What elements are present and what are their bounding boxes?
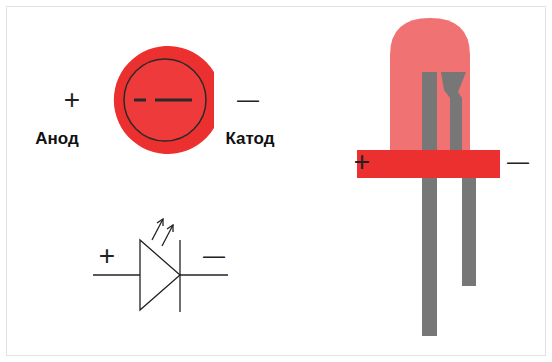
led-body-top (114, 46, 214, 154)
frame (7, 7, 546, 356)
polarity-sign: — (507, 151, 529, 173)
pin-name: Катод (225, 130, 274, 147)
led-dome (390, 18, 470, 152)
led-flange (357, 150, 500, 178)
led-top-view (114, 46, 214, 154)
polarity-sign: — (237, 89, 259, 111)
anode-post (422, 72, 437, 152)
diode-bar (179, 240, 180, 312)
polarity-sign: — (203, 245, 225, 267)
light-arrow (162, 225, 173, 246)
light-arrow (152, 219, 163, 240)
anode-leg (422, 176, 437, 336)
arrow-head (157, 219, 163, 226)
diode-triangle (140, 240, 180, 310)
cathode-anvil (441, 72, 466, 152)
arrow-head (167, 225, 173, 232)
polarity-sign: + (99, 242, 115, 270)
cathode-leg (462, 176, 476, 286)
cathode-post (155, 99, 192, 102)
led-symbol (93, 219, 228, 312)
polarity-sign: + (354, 148, 370, 176)
pin-name: Анод (35, 130, 79, 147)
led-lens-ring (124, 59, 206, 141)
anode-post (134, 99, 146, 102)
led-side-view (357, 18, 500, 336)
polarity-sign: + (64, 86, 80, 114)
